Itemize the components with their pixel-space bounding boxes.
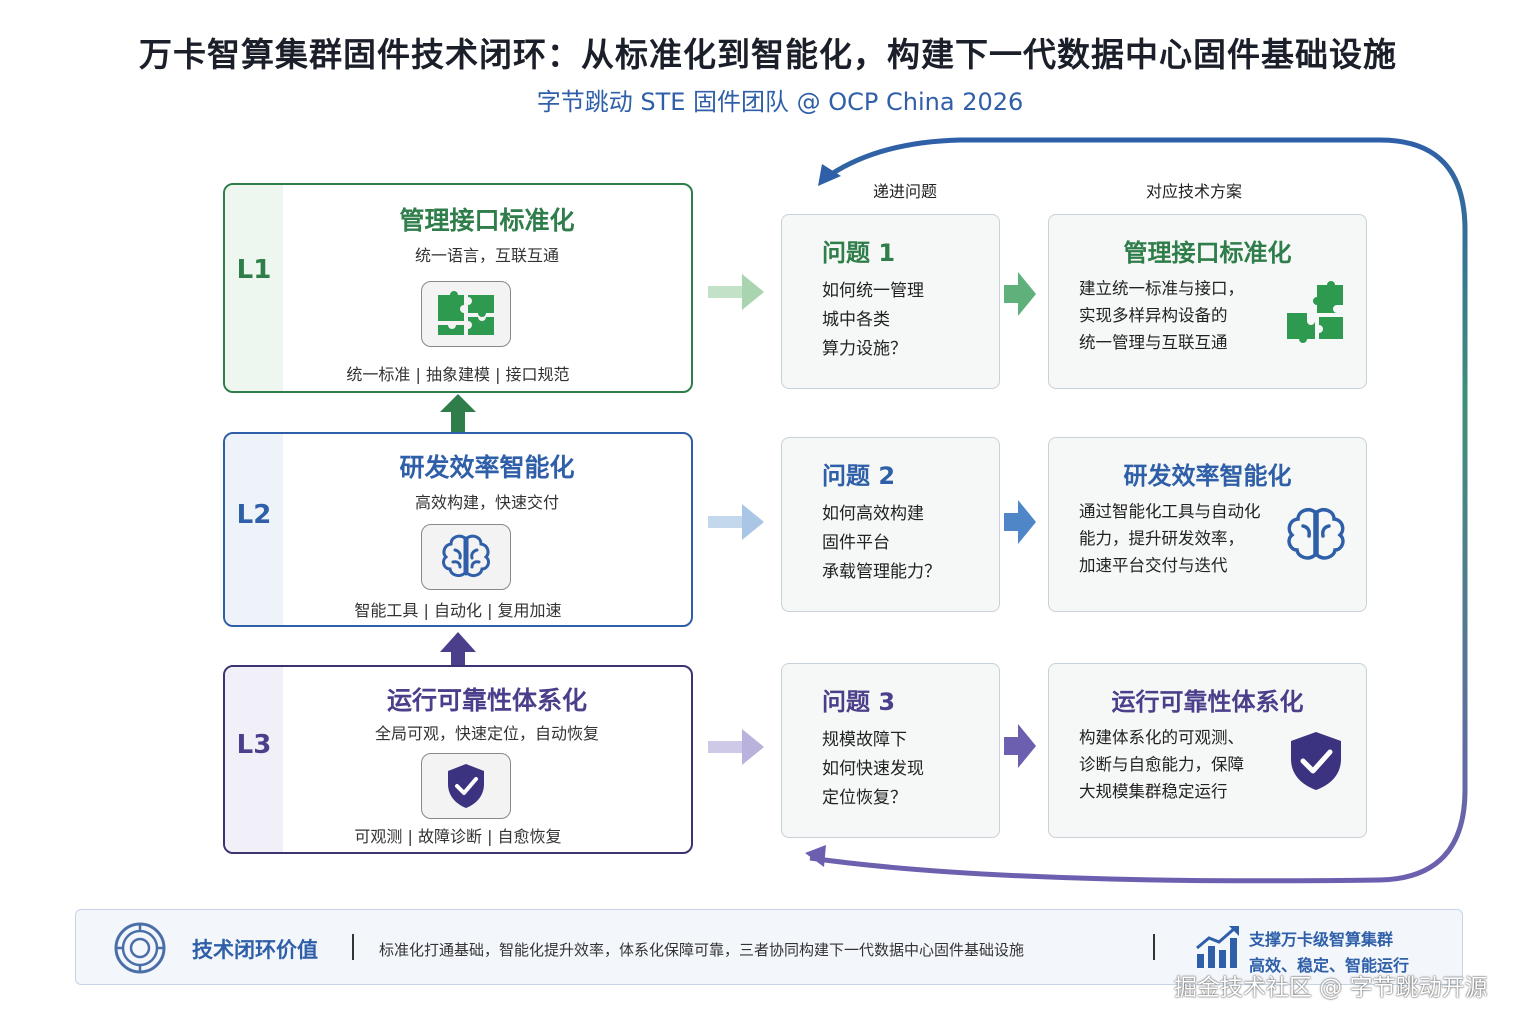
solution-title: 研发效率智能化 bbox=[1123, 462, 1292, 490]
problem-line: 规模故障下 bbox=[822, 730, 907, 750]
level-icon-box bbox=[421, 281, 511, 347]
column-header-solutions: 对应技术方案 bbox=[1146, 182, 1243, 201]
level-label: L1 bbox=[236, 255, 272, 285]
brain-icon bbox=[441, 534, 491, 578]
arrow-q3-to-s3 bbox=[1004, 724, 1036, 768]
problem-line: 定位恢复？ bbox=[822, 788, 907, 808]
level-title: 研发效率智能化 bbox=[399, 453, 575, 482]
problem-line: 如何高效构建 bbox=[822, 504, 924, 524]
problem-line: 算力设施？ bbox=[822, 339, 907, 359]
level-tab bbox=[225, 185, 283, 391]
page-title: 万卡智算集群固件技术闭环：从标准化到智能化，构建下一代数据中心固件基础设施 bbox=[139, 35, 1397, 74]
problem-description: 规模故障下 如何快速发现 定位恢复？ bbox=[822, 726, 924, 813]
solution-box-2: 研发效率智能化 通过智能化工具与自动化 能力，提升研发效率， 加速平台交付与迭代 bbox=[1048, 437, 1367, 612]
solution-box-1: 管理接口标准化 建立统一标准与接口， 实现多样异构设备的 统一管理与互联互通 bbox=[1048, 214, 1367, 389]
level-tab bbox=[225, 434, 283, 625]
cycle-icon bbox=[114, 922, 166, 974]
level-label: L2 bbox=[236, 500, 272, 530]
solution-line: 统一管理与互联互通 bbox=[1079, 333, 1228, 352]
level-slogan: 全局可观，快速定位，自动恢复 bbox=[374, 724, 599, 743]
level-card-l1: L1 管理接口标准化 统一语言，互联互通 统一标准 | 抽象建模 | 接口规范 bbox=[223, 183, 693, 393]
solution-line: 加速平台交付与迭代 bbox=[1079, 556, 1228, 575]
column-header-problems: 递进问题 bbox=[873, 182, 938, 201]
puzzle-icon bbox=[438, 291, 494, 335]
level-keywords: 统一标准 | 抽象建模 | 接口规范 bbox=[346, 365, 570, 384]
solution-description: 建立统一标准与接口， 实现多样异构设备的 统一管理与互联互通 bbox=[1079, 275, 1244, 356]
level-card-l2: L2 研发效率智能化 高效构建，快速交付 智能工具 | 自动化 | 复用加速 bbox=[223, 432, 693, 627]
value-label: 技术闭环价值 bbox=[192, 938, 318, 962]
value-right-line-2: 高效、稳定、智能运行 bbox=[1249, 956, 1410, 975]
brain-icon bbox=[1287, 508, 1345, 560]
arrow-l2-to-q2 bbox=[708, 504, 764, 540]
problem-title: 问题 1 bbox=[822, 239, 896, 267]
solution-box-3: 运行可靠性体系化 构建体系化的可观测、 诊断与自愈能力，保障 大规模集群稳定运行 bbox=[1048, 663, 1367, 838]
level-card-l3: L3 运行可靠性体系化 全局可观，快速定位，自动恢复 可观测 | 故障诊断 | … bbox=[223, 665, 693, 854]
problem-box-3: 问题 3 规模故障下 如何快速发现 定位恢复？ bbox=[781, 663, 1000, 838]
problem-line: 如何统一管理 bbox=[822, 281, 924, 301]
growth-chart-icon bbox=[1196, 926, 1239, 968]
solution-description: 通过智能化工具与自动化 能力，提升研发效率， 加速平台交付与迭代 bbox=[1079, 498, 1261, 579]
level-title: 管理接口标准化 bbox=[399, 206, 575, 235]
value-description: 标准化打通基础，智能化提升效率，体系化保障可靠，三者协同构建下一代数据中心固件基… bbox=[379, 941, 1025, 959]
shield-check-icon bbox=[448, 764, 484, 808]
watermark: 掘金技术社区 @ 字节跳动开源 bbox=[1174, 975, 1488, 1001]
divider bbox=[1153, 934, 1155, 960]
shield-check-icon bbox=[1291, 732, 1341, 790]
arrow-q2-to-s2 bbox=[1004, 500, 1036, 544]
loop-arrow bbox=[809, 137, 1468, 884]
solution-line: 诊断与自愈能力，保障 bbox=[1079, 755, 1244, 774]
level-slogan: 统一语言，互联互通 bbox=[414, 246, 559, 265]
problem-line: 固件平台 bbox=[822, 533, 890, 553]
problem-box-2: 问题 2 如何高效构建 固件平台 承载管理能力？ bbox=[781, 437, 1000, 612]
level-icon-box bbox=[421, 524, 511, 590]
puzzle-icon bbox=[1287, 281, 1343, 343]
problem-line: 如何快速发现 bbox=[822, 759, 924, 779]
level-label: L3 bbox=[236, 730, 272, 760]
problem-line: 城中各类 bbox=[822, 310, 890, 330]
level-icon-box bbox=[421, 753, 511, 819]
solution-title: 运行可靠性体系化 bbox=[1111, 688, 1304, 716]
solution-line: 大规模集群稳定运行 bbox=[1079, 782, 1228, 801]
level-title: 运行可靠性体系化 bbox=[386, 686, 587, 715]
divider bbox=[352, 934, 354, 960]
solution-line: 建立统一标准与接口， bbox=[1079, 279, 1244, 298]
problem-title: 问题 3 bbox=[822, 688, 896, 716]
arrow-l3-to-q3 bbox=[708, 729, 764, 765]
solution-line: 实现多样异构设备的 bbox=[1079, 306, 1228, 325]
problem-line: 承载管理能力？ bbox=[822, 562, 941, 582]
problem-title: 问题 2 bbox=[822, 462, 896, 490]
solution-title: 管理接口标准化 bbox=[1123, 239, 1292, 267]
solution-description: 构建体系化的可观测、 诊断与自愈能力，保障 大规模集群稳定运行 bbox=[1079, 724, 1244, 805]
level-tab bbox=[225, 667, 283, 852]
solution-line: 能力，提升研发效率， bbox=[1079, 529, 1244, 548]
problem-box-1: 问题 1 如何统一管理 城中各类 算力设施？ bbox=[781, 214, 1000, 389]
level-keywords: 可观测 | 故障诊断 | 自愈恢复 bbox=[354, 827, 562, 846]
solution-line: 构建体系化的可观测、 bbox=[1079, 728, 1244, 747]
level-slogan: 高效构建，快速交付 bbox=[414, 493, 559, 512]
arrow-q1-to-s1 bbox=[1004, 272, 1036, 316]
up-arrow-l2-l1 bbox=[440, 394, 476, 434]
loop-arrow-head-top bbox=[818, 164, 841, 186]
loop-arrow-head-bottom bbox=[805, 845, 826, 867]
problem-description: 如何高效构建 固件平台 承载管理能力？ bbox=[822, 500, 941, 587]
arrow-l1-to-q1 bbox=[708, 274, 764, 310]
level-keywords: 智能工具 | 自动化 | 复用加速 bbox=[354, 601, 562, 620]
value-summary-bar: 技术闭环价值 标准化打通基础，智能化提升效率，体系化保障可靠，三者协同构建下一代… bbox=[75, 909, 1463, 985]
solution-line: 通过智能化工具与自动化 bbox=[1079, 502, 1261, 521]
up-arrow-l3-l2 bbox=[440, 632, 476, 667]
value-right-line-1: 支撑万卡级智算集群 bbox=[1249, 930, 1394, 949]
page-subtitle: 字节跳动 STE 固件团队 @ OCP China 2026 bbox=[536, 88, 1024, 116]
problem-description: 如何统一管理 城中各类 算力设施？ bbox=[822, 277, 924, 364]
